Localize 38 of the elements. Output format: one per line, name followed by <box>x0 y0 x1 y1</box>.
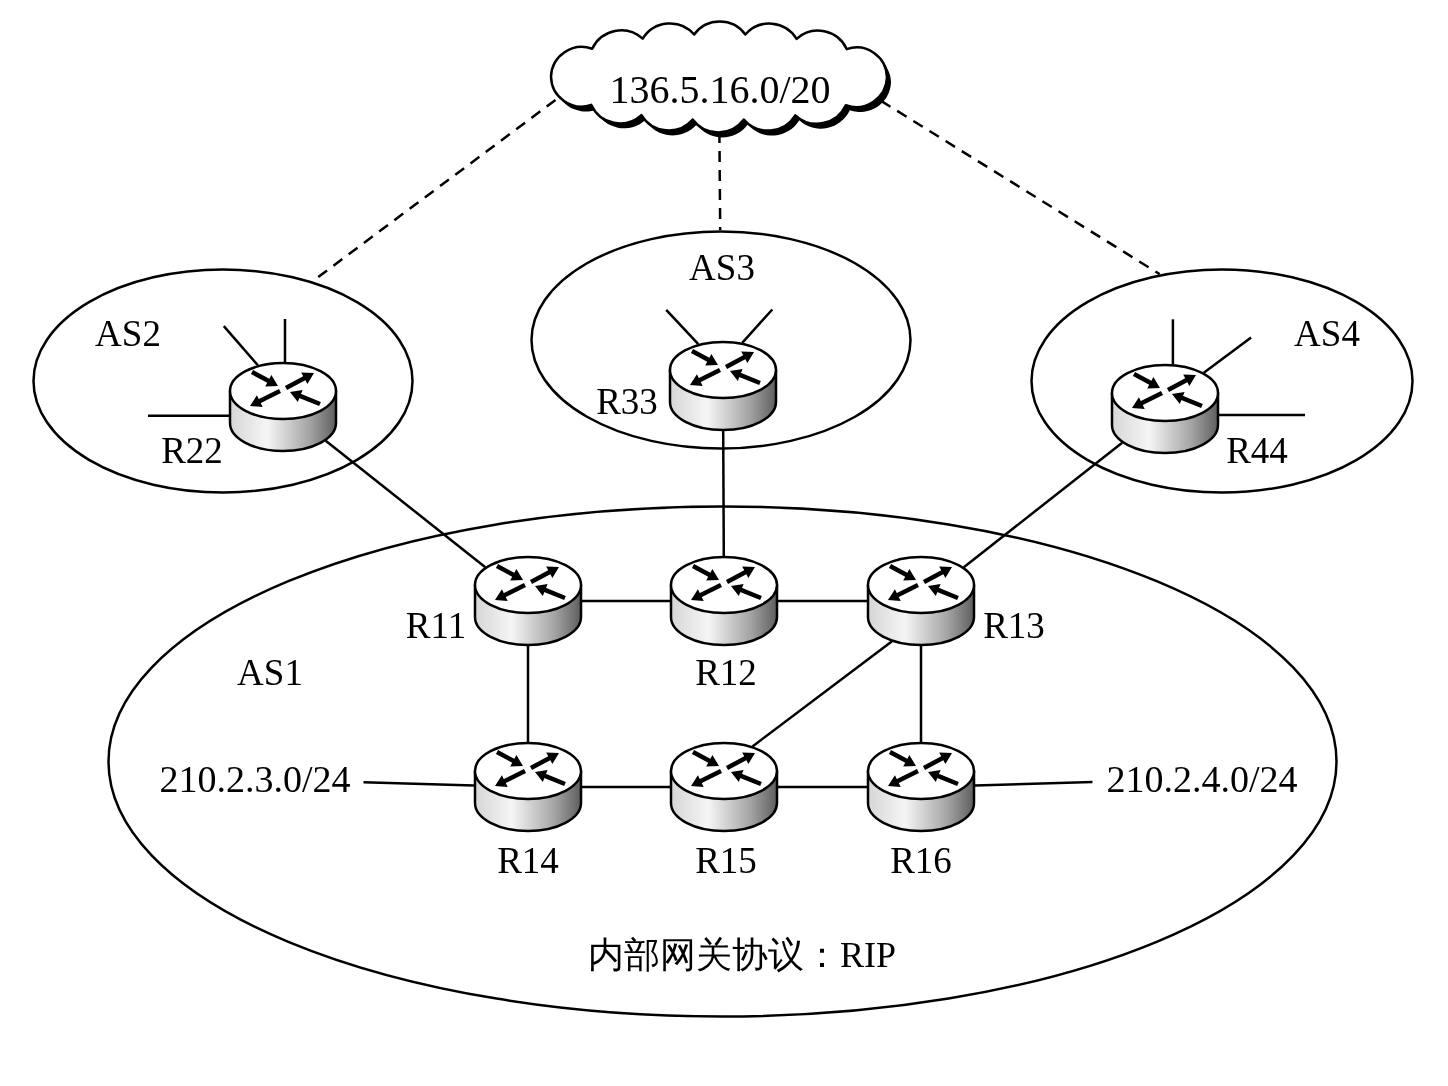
protocol-label: 内部网关协议：RIP <box>588 937 896 973</box>
link-line <box>919 646 923 742</box>
link-line <box>363 780 475 787</box>
region-label: AS4 <box>1294 314 1360 352</box>
router-label: R15 <box>695 841 757 879</box>
link-line <box>1219 413 1305 417</box>
network-label: 210.2.4.0/24 <box>1092 758 1312 800</box>
dashed-line <box>880 99 1161 276</box>
region-label: AS3 <box>689 248 755 286</box>
link-line <box>721 431 726 556</box>
router-label: R13 <box>983 606 1045 644</box>
router-label: R11 <box>405 606 467 644</box>
router-label: R12 <box>695 653 757 691</box>
network-label: 210.2.3.0/24 <box>147 758 364 800</box>
link-line <box>283 319 287 362</box>
link-line <box>582 599 670 603</box>
router-label: R16 <box>890 841 952 879</box>
link-line <box>324 439 487 569</box>
region-label: AS1 <box>237 653 303 691</box>
router-label: R22 <box>161 431 223 469</box>
link-line <box>582 785 670 789</box>
router-label: R33 <box>596 382 658 420</box>
link-line <box>778 785 867 789</box>
link-line <box>974 780 1093 787</box>
link-line <box>751 640 893 748</box>
link-line <box>526 646 530 742</box>
link-line <box>778 599 867 603</box>
link-line <box>665 308 700 346</box>
link-line <box>1171 319 1175 365</box>
link-line <box>1203 336 1252 374</box>
link-line <box>741 308 774 344</box>
region-label: AS2 <box>95 314 161 352</box>
router-label: R14 <box>497 841 559 879</box>
network-label: 136.5.16.0/20 <box>609 70 831 110</box>
router-label: R44 <box>1226 431 1288 469</box>
link-line <box>148 414 229 418</box>
link-line <box>222 325 259 367</box>
link-line <box>963 441 1123 569</box>
